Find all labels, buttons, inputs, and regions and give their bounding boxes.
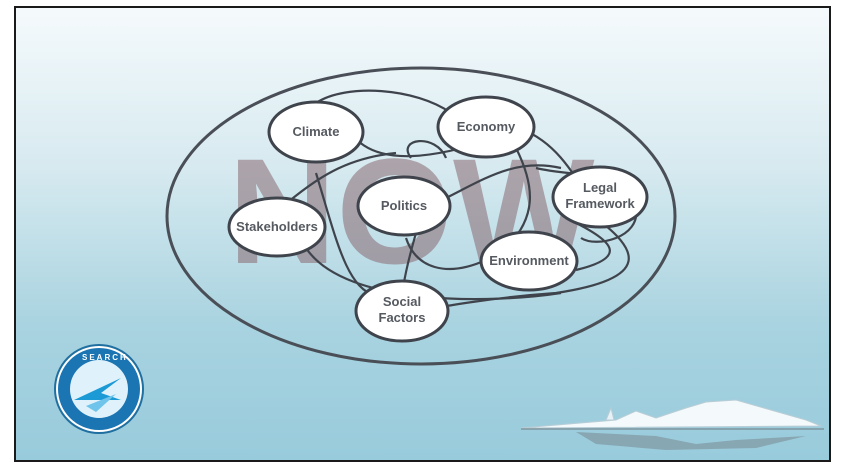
- node-label-legal-line1: Legal: [583, 180, 617, 195]
- diagram-canvas: NOW Climate Economy: [54, 66, 824, 450]
- node-label-social-line1: Social: [383, 294, 421, 309]
- connector-politics-loop: [406, 140, 448, 159]
- logo-text: SEARCH: [82, 353, 128, 362]
- iceberg-icon: [520, 399, 824, 450]
- node-stakeholders: Stakeholders: [227, 196, 327, 258]
- node-label-social-line2: Factors: [379, 310, 426, 325]
- node-label-politics: Politics: [381, 198, 427, 213]
- node-label-climate: Climate: [293, 124, 340, 139]
- node-politics: Politics: [356, 175, 452, 237]
- outer-ellipse: [165, 66, 677, 366]
- connector-politics-legal: [445, 164, 562, 199]
- node-climate: Climate: [267, 100, 365, 164]
- connector-politics-environment: [404, 237, 487, 271]
- node-environment: Environment: [479, 230, 579, 292]
- node-legal-framework: Legal Framework: [551, 165, 649, 229]
- node-social-factors: Social Factors: [354, 279, 450, 343]
- connector-legal-environment: [575, 222, 611, 272]
- node-label-legal-line2: Framework: [565, 196, 635, 211]
- connector-climate-economy: [315, 89, 452, 114]
- node-label-economy: Economy: [457, 119, 516, 134]
- node-economy: Economy: [436, 95, 536, 159]
- slide: NOW Climate Economy: [14, 6, 831, 462]
- search-logo-icon: SEARCH: [54, 344, 144, 434]
- node-label-stakeholders: Stakeholders: [236, 219, 318, 234]
- connector-legal-social: [435, 217, 630, 310]
- node-label-environment: Environment: [489, 253, 569, 268]
